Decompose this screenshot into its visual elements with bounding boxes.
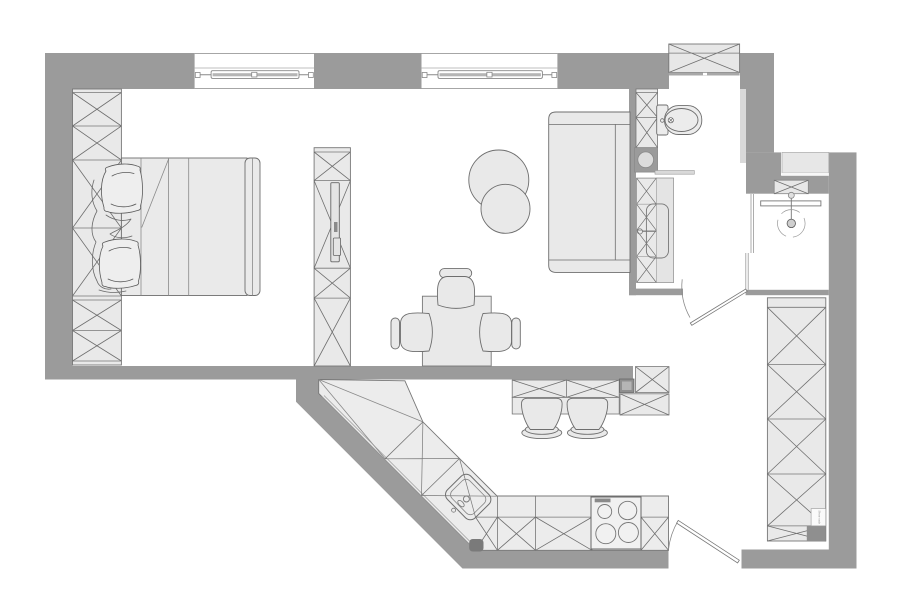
svg-text:Shoe rack: Shoe rack <box>818 510 822 524</box>
